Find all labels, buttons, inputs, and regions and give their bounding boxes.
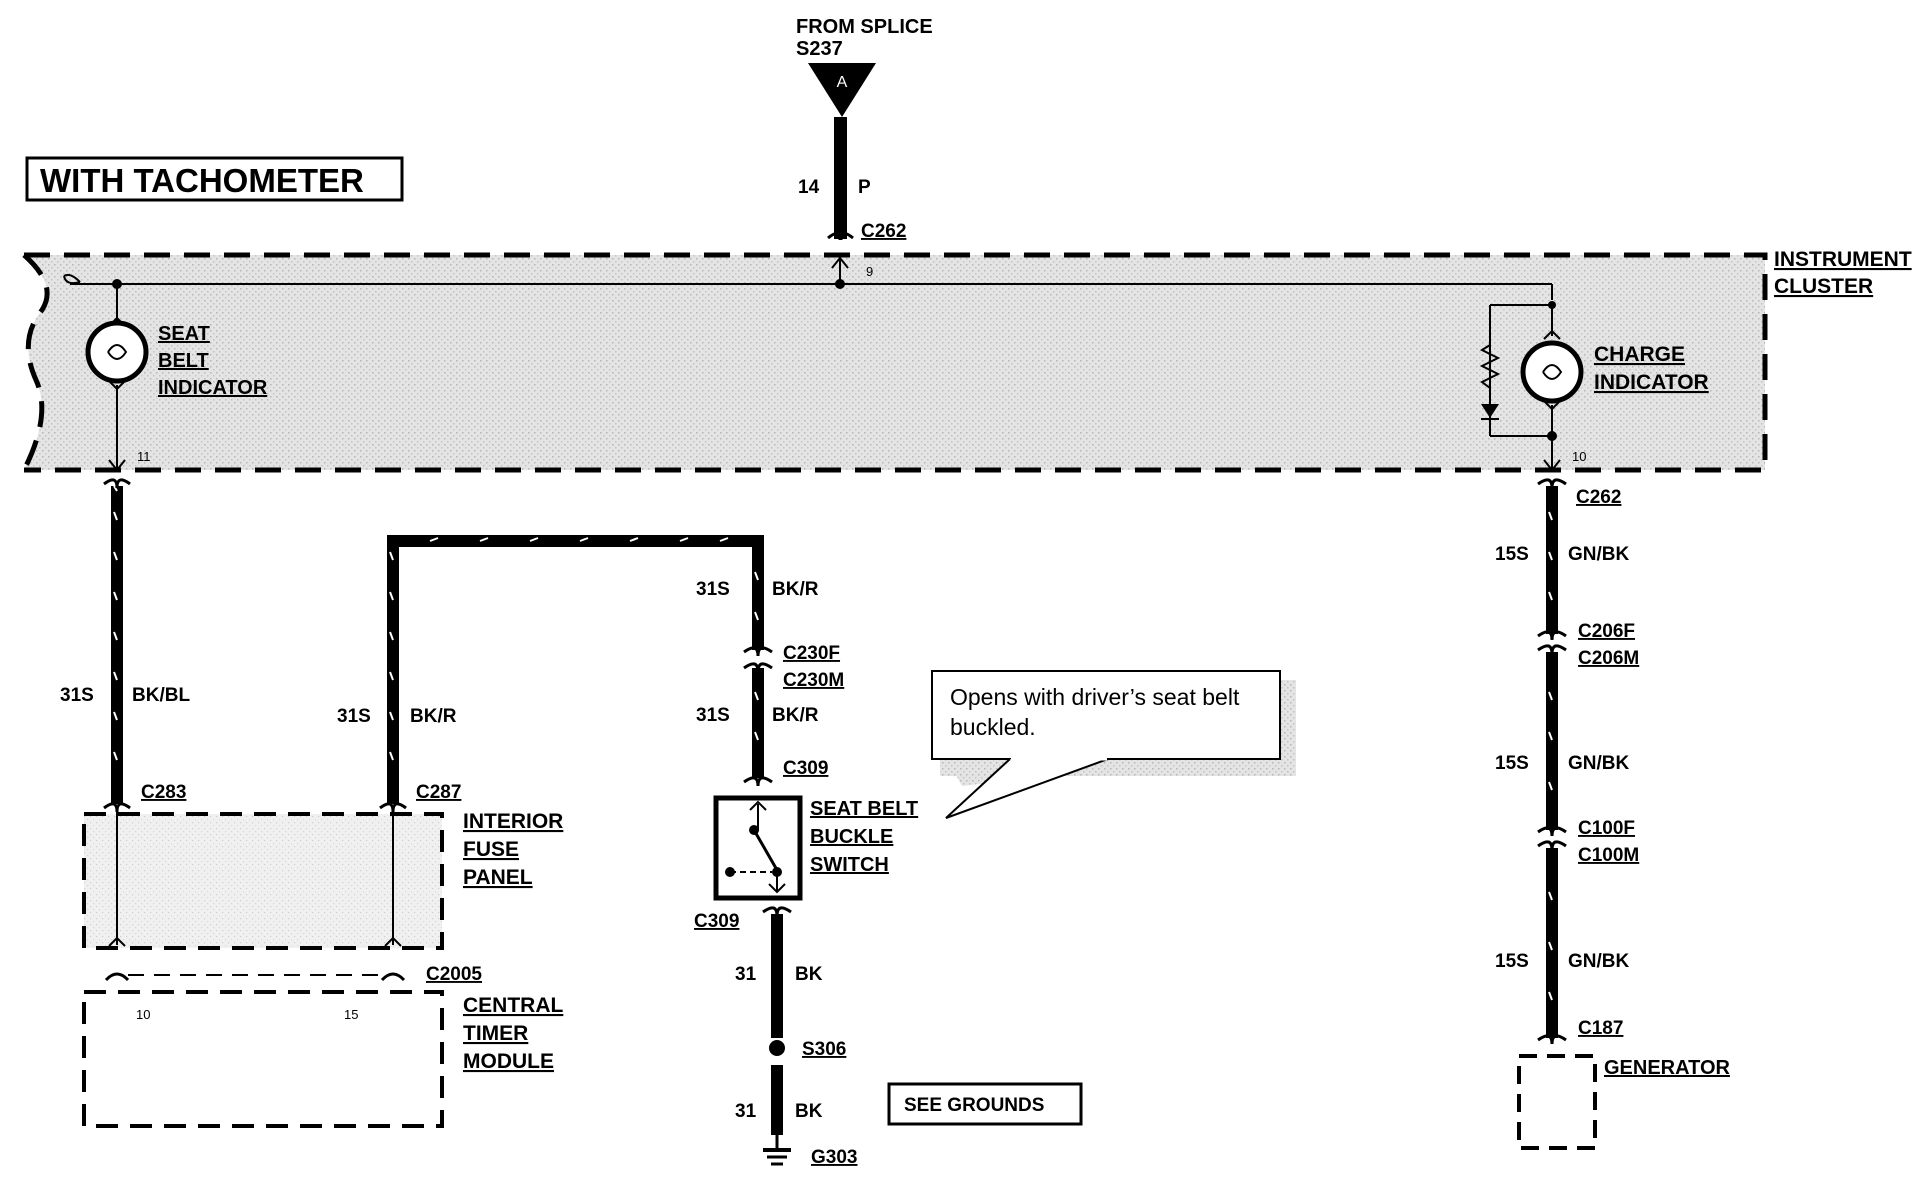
seat-belt-indicator-label-1: SEAT xyxy=(158,323,210,345)
central-timer-module: 10 15 CENTRAL TIMER MODULE xyxy=(82,990,563,1128)
right-color-3: GN/BK xyxy=(1568,951,1630,972)
buckle-switch-label-1: SEAT BELT xyxy=(810,798,918,820)
callout-bubble: Opens with driver’s seat belt buckled. xyxy=(931,670,1296,819)
interior-fuse-panel: INTERIOR FUSE PANEL xyxy=(82,810,563,950)
connector-c230f: C230F xyxy=(783,643,840,664)
charge-indicator: 10 CHARGE INDICATOR xyxy=(1479,301,1709,472)
buckle-switch-label-2: BUCKLE xyxy=(810,826,893,848)
ctm-label-1: CENTRAL xyxy=(463,994,563,1017)
see-grounds-box[interactable]: SEE GROUNDS xyxy=(887,1082,1083,1126)
top-wire-color: P xyxy=(858,177,871,198)
wire-ground-branch: C309 31 BK S306 31 BK G303 xyxy=(694,906,857,1168)
seat-belt-buckle-switch: SEAT BELT BUCKLE SWITCH xyxy=(713,795,918,901)
wire-31s-bk-bl: 31S BK/BL C283 xyxy=(60,478,190,813)
connector-c230m: C230M xyxy=(783,670,844,691)
splice-label-line2: S237 xyxy=(796,38,843,60)
left-wire-color: BK/BL xyxy=(132,685,190,706)
ground-gauge-2: 31 xyxy=(735,1101,757,1122)
switch-lower-color: BK/R xyxy=(772,705,819,726)
generator: GENERATOR xyxy=(1517,1054,1730,1150)
splice-label-line1: FROM SPLICE xyxy=(796,16,933,38)
ground-color-2: BK xyxy=(795,1101,823,1122)
cluster-bus: 9 xyxy=(63,256,1553,300)
seat-belt-indicator: 11 SEAT BELT INDICATOR xyxy=(85,284,268,472)
connector-c100f: C100F xyxy=(1578,818,1635,839)
buckle-switch-label-3: SWITCH xyxy=(810,854,889,876)
splice-s237: FROM SPLICE S237 A xyxy=(796,16,933,117)
wire-switch-branch: 31S BK/R C230F C230M 31S BK/R C309 xyxy=(696,579,844,787)
see-grounds-label: SEE GROUNDS xyxy=(904,1095,1044,1116)
instrument-cluster: INSTRUMENT CLUSTER xyxy=(21,248,1912,473)
ctm-label-3: MODULE xyxy=(463,1050,554,1073)
charge-indicator-label-2: INDICATOR xyxy=(1594,371,1709,394)
right-color-1: GN/BK xyxy=(1568,544,1630,565)
connector-c206m: C206M xyxy=(1578,648,1639,669)
ctm-pin-10: 10 xyxy=(136,1007,150,1022)
mid-wire-color: BK/R xyxy=(410,706,457,727)
mid-wire-gauge: 31S xyxy=(337,706,371,727)
callout-text-1: Opens with driver’s seat belt xyxy=(950,684,1240,710)
c2005-label: C2005 xyxy=(426,964,482,985)
splice-s306: S306 xyxy=(802,1039,846,1060)
connector-c309-top: C309 xyxy=(783,758,828,779)
seat-belt-indicator-label-3: INDICATOR xyxy=(158,377,268,399)
ground-color-1: BK xyxy=(795,964,823,985)
connector-c187: C187 xyxy=(1578,1018,1623,1039)
connector-c283: C283 xyxy=(141,782,186,803)
ctm-pin-15: 15 xyxy=(344,1007,358,1022)
ground-gauge-1: 31 xyxy=(735,964,757,985)
left-wire-gauge: 31S xyxy=(60,685,94,706)
wire-right-branch: C262 15S GN/BK C206F C206M 15S GN/BK C10… xyxy=(1495,478,1639,1045)
splice-letter: A xyxy=(837,74,848,91)
title-box: WITH TACHOMETER xyxy=(25,156,404,202)
connector-c287: C287 xyxy=(416,782,461,803)
fuse-panel-label-2: FUSE xyxy=(463,838,519,861)
connector-c262-top: C262 xyxy=(861,221,906,242)
instrument-cluster-label-1: INSTRUMENT xyxy=(1774,248,1912,271)
right-gauge-2: 15S xyxy=(1495,753,1529,774)
pin-seat-belt-11: 11 xyxy=(137,449,151,464)
ground-g303: G303 xyxy=(811,1147,857,1168)
instrument-cluster-label-2: CLUSTER xyxy=(1774,275,1873,298)
switch-upper-color: BK/R xyxy=(772,579,819,600)
switch-upper-gauge: 31S xyxy=(696,579,730,600)
connector-c309-bottom: C309 xyxy=(694,911,739,932)
seat-belt-indicator-label-2: BELT xyxy=(158,350,209,372)
fuse-panel-label-1: INTERIOR xyxy=(463,810,563,833)
diagram-title: WITH TACHOMETER xyxy=(40,162,364,199)
pin-c262-9: 9 xyxy=(866,264,873,279)
connector-c2005: C2005 xyxy=(104,964,482,985)
right-gauge-1: 15S xyxy=(1495,544,1529,565)
wire-31s-bk-r-loop: 31S BK/R C287 xyxy=(337,535,764,813)
pin-charge-10: 10 xyxy=(1572,449,1586,464)
connector-c262-bottom: C262 xyxy=(1576,487,1621,508)
right-gauge-3: 15S xyxy=(1495,951,1529,972)
connector-c100m: C100M xyxy=(1578,845,1639,866)
ctm-label-2: TIMER xyxy=(463,1022,528,1045)
top-wire-gauge: 14 xyxy=(798,177,820,198)
generator-label: GENERATOR xyxy=(1604,1057,1730,1079)
charge-indicator-label-1: CHARGE xyxy=(1594,343,1685,366)
callout-text-2: buckled. xyxy=(950,714,1036,740)
right-color-2: GN/BK xyxy=(1568,753,1630,774)
switch-lower-gauge: 31S xyxy=(696,705,730,726)
wire-top-14-p: 14 P C262 xyxy=(798,117,906,242)
connector-c206f: C206F xyxy=(1578,621,1635,642)
fuse-panel-label-3: PANEL xyxy=(463,866,533,889)
